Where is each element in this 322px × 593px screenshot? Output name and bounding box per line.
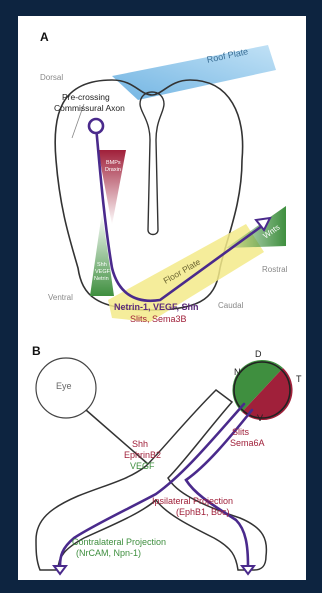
right-cue-slits: Slits [232, 428, 249, 438]
dorsal-label: Dorsal [40, 74, 63, 83]
precrossing-label-line2: Commissural Axon [54, 104, 125, 113]
right-cue-sema6a: Sema6A [230, 439, 265, 449]
axon-cell-body [89, 119, 103, 133]
left-cue-vegf: VEGF [130, 462, 155, 472]
left-cue-shh: Shh [132, 440, 148, 450]
ipsilateral-label-line1: Ipsilateral Projection [152, 497, 233, 507]
eye-label: Eye [56, 382, 72, 392]
guidance-cues-line2: Slits, Sema3B [130, 315, 187, 325]
left-cue-ephrinb2: EphrinB2 [124, 451, 161, 461]
contralateral-label-line1: Contralateral Projection [72, 538, 166, 548]
shh-label-line1: Shh [97, 262, 107, 268]
shh-label-line3: Netrin [94, 276, 109, 282]
panel-a-letter: A [40, 31, 49, 44]
retina-v-label: V [257, 414, 263, 424]
precrossing-label-line1: Pre-crossing [62, 93, 110, 102]
rostral-label: Rostral [262, 266, 287, 275]
shh-label-line2: VEGF [95, 269, 110, 275]
contralateral-label-line2: (NrCAM, Npn-1) [76, 549, 141, 559]
retina-t-label: T [296, 375, 302, 385]
retina-n-label: N [234, 368, 241, 378]
bmp-label-line2: Draxin [105, 167, 121, 173]
ventral-label: Ventral [48, 294, 73, 303]
panel-b-letter: B [32, 345, 41, 358]
caudal-label: Caudal [218, 302, 243, 311]
guidance-cues-line1: Netrin-1, VEGF, Shh [114, 303, 199, 313]
retina-d-label: D [255, 350, 262, 360]
ipsilateral-label-line2: (EphB1, Boc) [176, 508, 230, 518]
bmp-label-line1: BMPs [106, 160, 121, 166]
